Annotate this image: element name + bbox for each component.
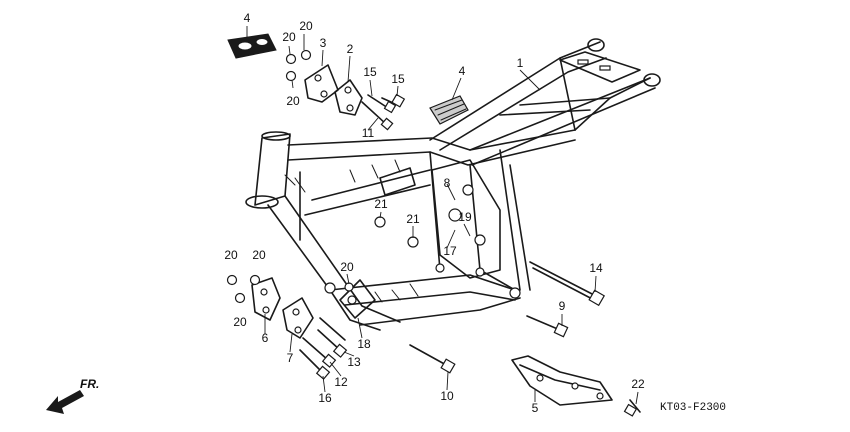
nuts-lower bbox=[226, 274, 354, 304]
callout-15: 15 bbox=[363, 65, 377, 79]
bolts-lower bbox=[299, 317, 348, 380]
callout-21: 21 bbox=[406, 212, 420, 226]
front-direction-label: FR. bbox=[80, 377, 99, 391]
bolt-22 bbox=[623, 399, 641, 417]
callout-19: 19 bbox=[458, 210, 472, 224]
callout-7: 7 bbox=[287, 351, 294, 365]
callout-15: 15 bbox=[391, 72, 405, 86]
frame-body bbox=[245, 38, 661, 331]
callout-12: 12 bbox=[334, 375, 348, 389]
callout-6: 6 bbox=[262, 331, 269, 345]
callout-9: 9 bbox=[559, 299, 566, 313]
callout-17: 17 bbox=[443, 244, 457, 258]
callout-labels: 4 20 20 20 3 2 15 15 11 4 1 8 21 21 19 1… bbox=[224, 11, 645, 415]
callout-21: 21 bbox=[374, 197, 388, 211]
callout-3: 3 bbox=[320, 36, 327, 50]
rubber-pad-a bbox=[227, 33, 277, 59]
rubber-pad-b bbox=[429, 95, 469, 125]
callout-14: 14 bbox=[589, 261, 603, 275]
callout-8: 8 bbox=[444, 176, 451, 190]
callout-20: 20 bbox=[282, 30, 296, 44]
callout-20: 20 bbox=[252, 248, 266, 262]
upper-engine-hanger-plates bbox=[304, 64, 363, 116]
engine-guard-bracket bbox=[511, 355, 613, 406]
callout-5: 5 bbox=[532, 401, 539, 415]
leader-lines bbox=[246, 26, 639, 405]
callout-2: 2 bbox=[347, 42, 354, 56]
callout-18: 18 bbox=[357, 337, 371, 351]
callout-4-rubber-pad: 4 bbox=[459, 64, 466, 78]
callout-22: 22 bbox=[631, 377, 645, 391]
callout-20: 20 bbox=[299, 19, 313, 33]
callout-1-frame-body: 1 bbox=[517, 56, 524, 70]
callout-13: 13 bbox=[347, 355, 361, 369]
diagram-code: KT03-F2300 bbox=[660, 402, 726, 414]
nuts-upper bbox=[285, 49, 312, 82]
callout-10: 10 bbox=[440, 389, 454, 403]
callout-16: 16 bbox=[318, 391, 332, 405]
callout-4-rubber-pad: 4 bbox=[244, 11, 251, 25]
callout-20: 20 bbox=[286, 94, 300, 108]
callout-20: 20 bbox=[224, 248, 238, 262]
callout-20: 20 bbox=[233, 315, 247, 329]
callout-20: 20 bbox=[340, 260, 354, 274]
front-direction-arrow-icon: FR. bbox=[46, 377, 99, 414]
callout-11: 11 bbox=[362, 126, 375, 140]
lower-engine-hanger-plates bbox=[251, 277, 314, 339]
bolts-upper bbox=[361, 93, 406, 131]
bolts-long bbox=[409, 261, 606, 374]
